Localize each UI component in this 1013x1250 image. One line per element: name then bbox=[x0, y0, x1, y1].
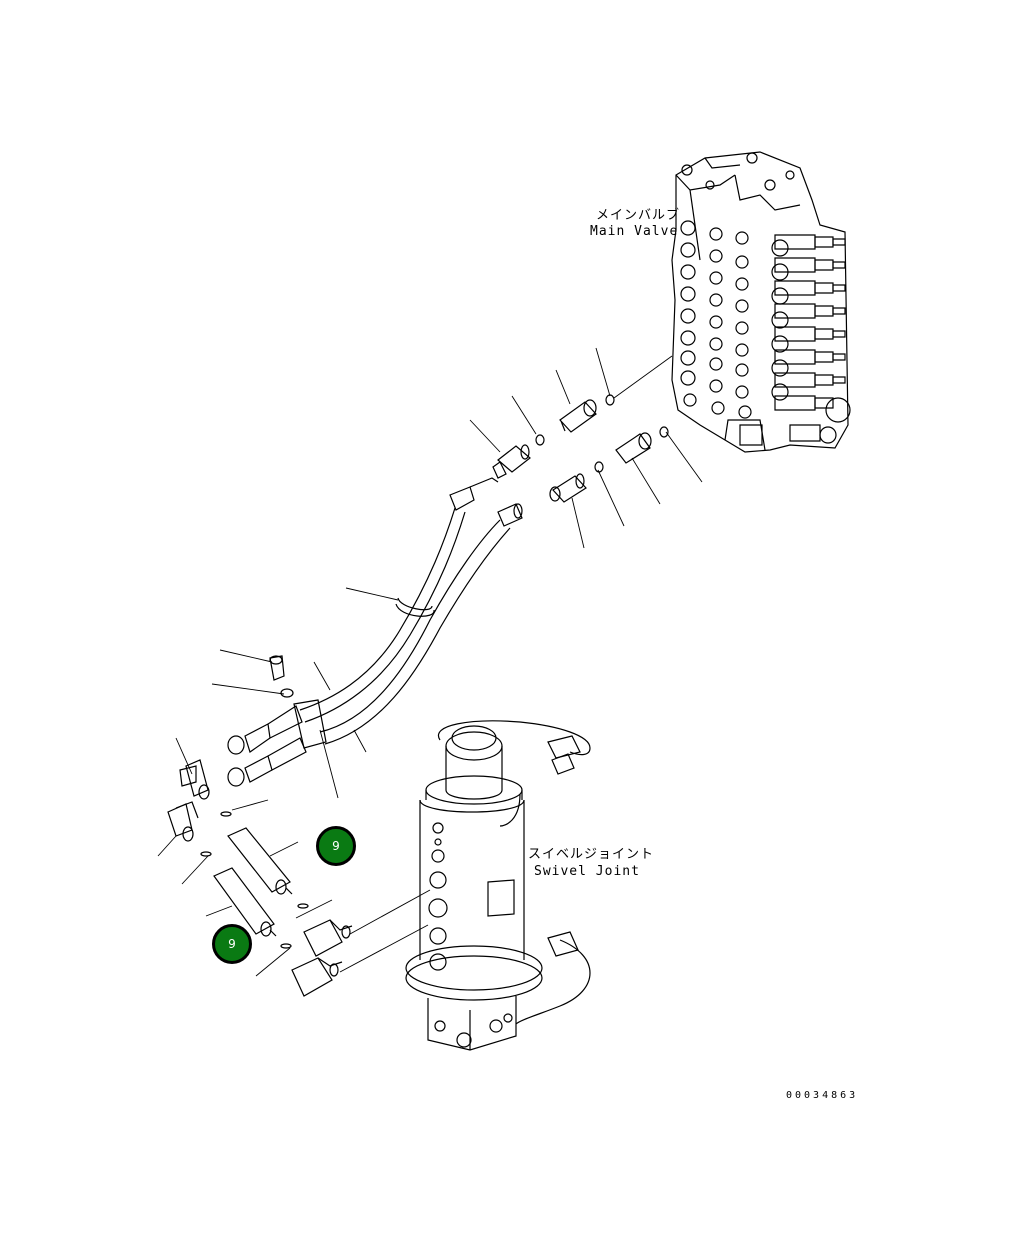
hose-assembly bbox=[227, 477, 523, 787]
main-valve-label-en: Main Valve bbox=[590, 224, 679, 239]
swivel-joint-label-jp: スイベルジョイント bbox=[528, 847, 655, 862]
leader-lines bbox=[157, 347, 703, 977]
swivel-joint bbox=[405, 720, 591, 1051]
sensors bbox=[291, 919, 353, 997]
main-valve bbox=[671, 151, 851, 453]
swivel-joint-label-en: Swivel Joint bbox=[534, 864, 640, 879]
reference-code: 00034863 bbox=[786, 1090, 859, 1101]
callout-badge-upper[interactable]: 9 bbox=[316, 826, 356, 866]
valve-fittings bbox=[492, 394, 669, 503]
left-fittings bbox=[167, 759, 309, 949]
callout-badge-lower[interactable]: 9 bbox=[212, 924, 252, 964]
main-valve-label-jp: メインバルブ bbox=[596, 208, 681, 223]
